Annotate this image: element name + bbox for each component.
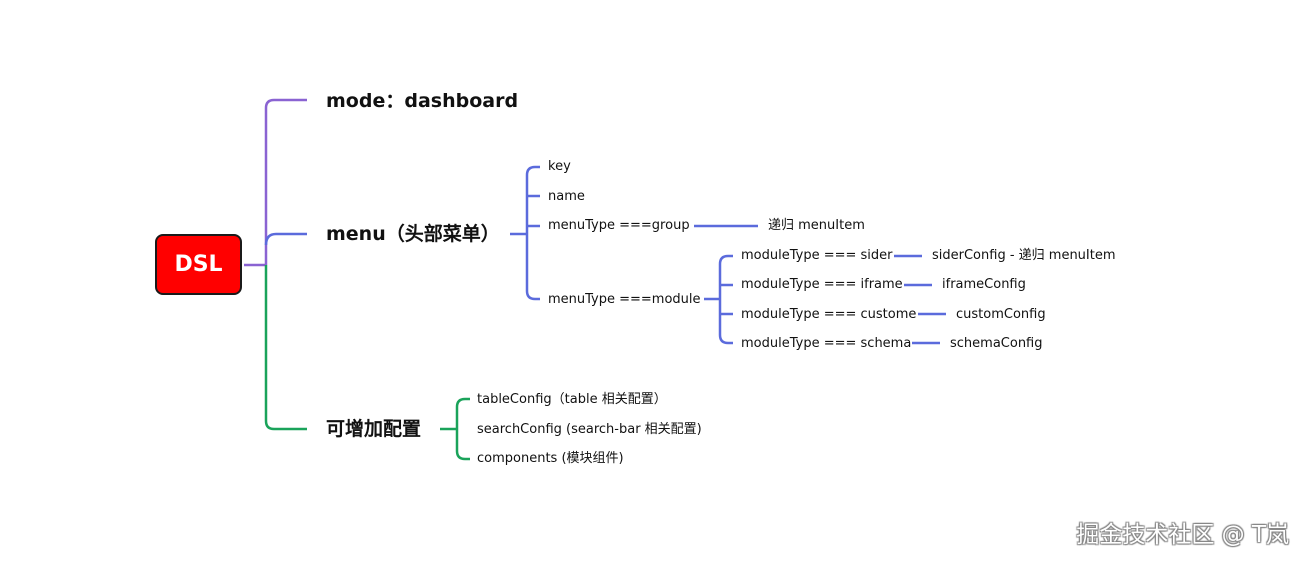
- root-node-label: DSL: [174, 252, 223, 277]
- node-schema-leaf[interactable]: schemaConfig: [950, 336, 1043, 351]
- node-moduletype-schema[interactable]: moduleType === schema: [741, 336, 912, 351]
- node-moduletype-custome[interactable]: moduleType === custome: [741, 307, 917, 322]
- node-iframe-leaf[interactable]: iframeConfig: [942, 277, 1026, 292]
- node-search-config[interactable]: searchConfig (search-bar 相关配置): [477, 422, 702, 437]
- node-menu[interactable]: menu（头部菜单）: [326, 223, 500, 245]
- node-menutype-group[interactable]: menuType ===group: [548, 218, 690, 233]
- node-extra-config[interactable]: 可增加配置: [326, 418, 422, 440]
- node-moduletype-iframe[interactable]: moduleType === iframe: [741, 277, 903, 292]
- node-table-config[interactable]: tableConfig（table 相关配置）: [477, 392, 667, 407]
- node-menutype-module[interactable]: menuType ===module: [548, 292, 701, 307]
- node-sider-leaf[interactable]: siderConfig - 递归 menuItem: [932, 248, 1116, 263]
- node-mode[interactable]: mode：dashboard: [326, 90, 519, 112]
- node-menu-name[interactable]: name: [548, 189, 585, 204]
- node-group-leaf[interactable]: 递归 menuItem: [768, 218, 865, 233]
- root-node-dsl[interactable]: DSL: [155, 234, 242, 295]
- node-components[interactable]: components (模块组件): [477, 451, 624, 466]
- watermark: 掘金技术社区 @ T岚: [1076, 522, 1289, 548]
- node-custome-leaf[interactable]: customConfig: [956, 307, 1046, 322]
- node-moduletype-sider[interactable]: moduleType === sider: [741, 248, 893, 263]
- node-menu-key[interactable]: key: [548, 159, 571, 174]
